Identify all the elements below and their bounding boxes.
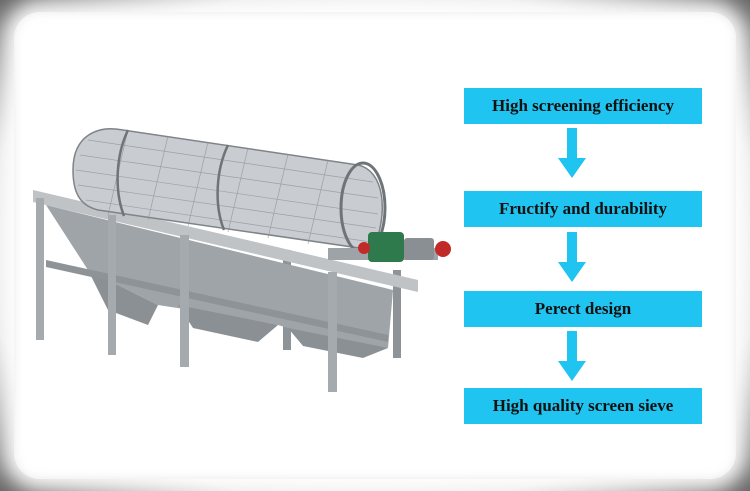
machine-frame-rail [46, 260, 388, 342]
arrow-down-icon [558, 128, 586, 178]
trommel-screen-illustration [33, 128, 451, 392]
machine-hopper-funnel [288, 328, 388, 358]
machine-hopper-funnel [178, 305, 278, 342]
machine-frame-rail [33, 190, 418, 292]
step-box-1: High screening efficiency [464, 88, 702, 124]
machine-leg [36, 198, 44, 340]
step-box-2: Fructify and durability [464, 191, 702, 227]
machine-drum [72, 128, 387, 255]
arrow-down-icon [558, 232, 586, 282]
step-box-4: High quality screen sieve [464, 388, 702, 424]
machine-hopper-funnel [88, 270, 158, 325]
machine-motor [328, 232, 451, 262]
machine-leg [328, 272, 337, 392]
step-box-3: Perect design [464, 291, 702, 327]
machine-hopper [46, 205, 393, 348]
machine-leg [393, 270, 401, 358]
arrow-down-icon [558, 331, 586, 381]
machine-leg [180, 235, 189, 367]
machine-leg [108, 215, 116, 355]
